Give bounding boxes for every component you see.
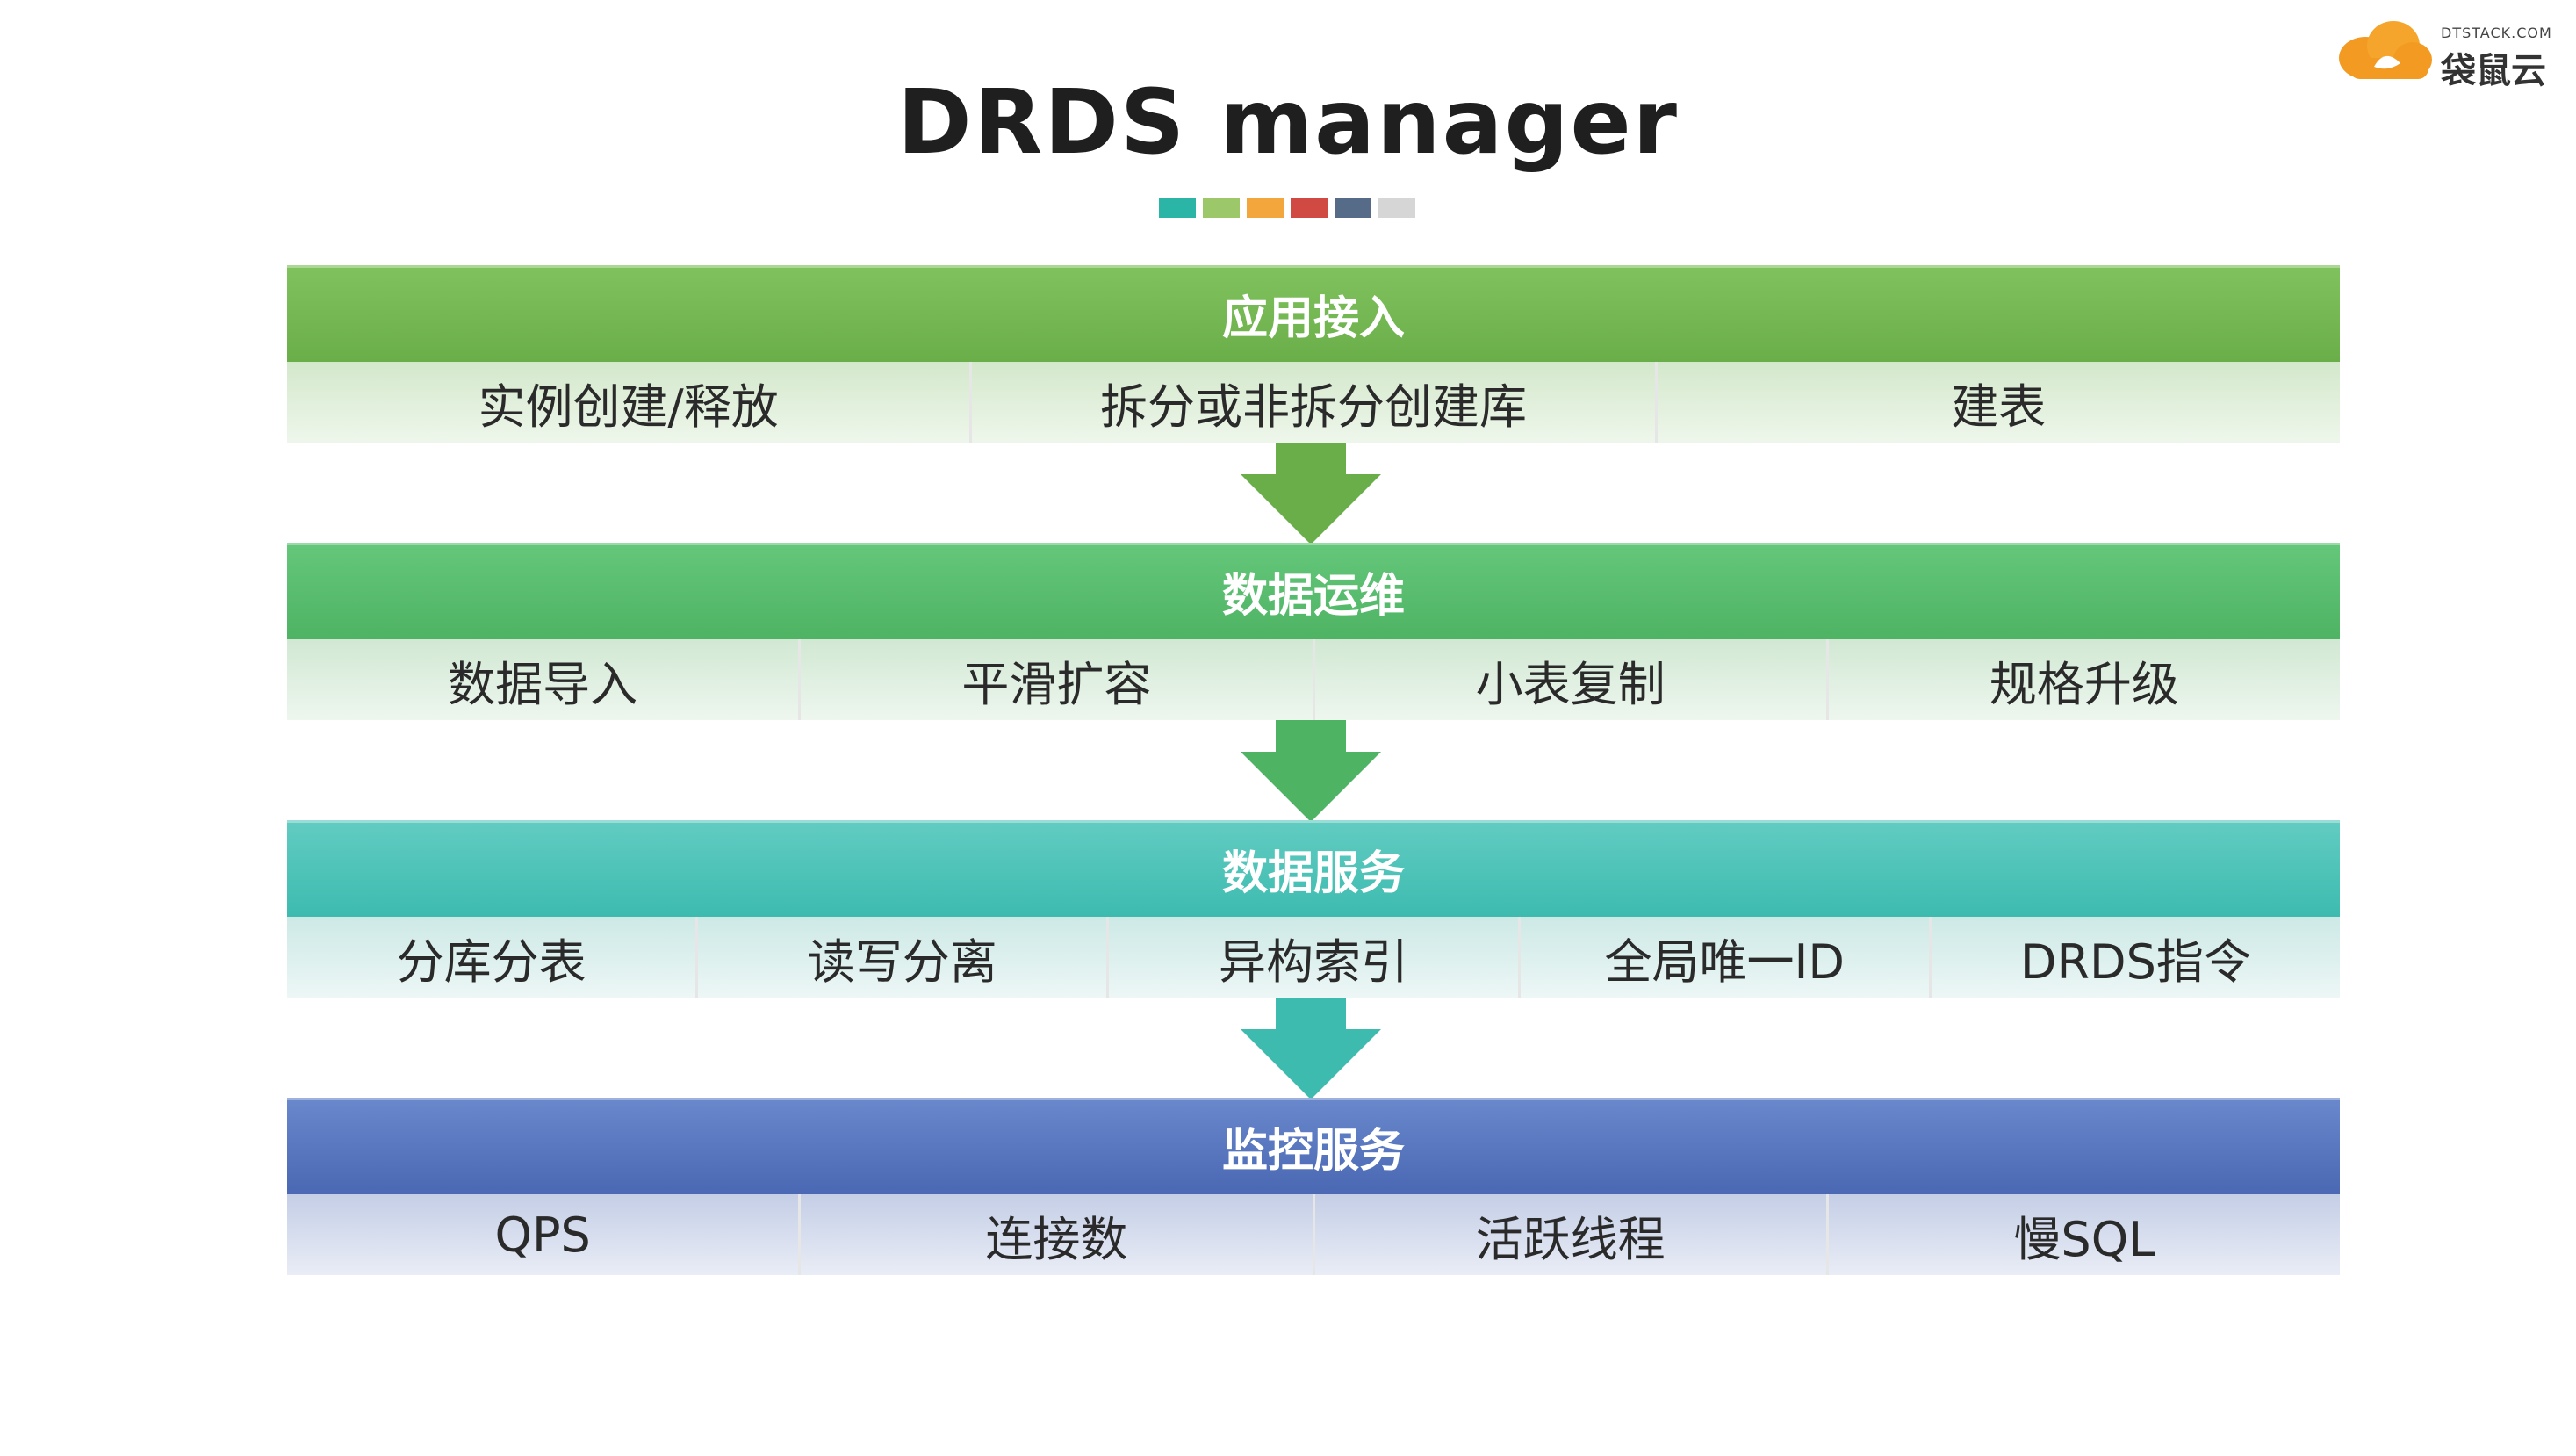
- section-item: 读写分离: [698, 917, 1110, 998]
- section-header: 监控服务: [287, 1098, 2340, 1194]
- section-item: 慢SQL: [1828, 1194, 2340, 1275]
- cloud-logo-icon: [2339, 21, 2432, 79]
- color-swatch-bar: [1159, 198, 1415, 218]
- down-arrow-icon: [1241, 720, 1381, 822]
- color-swatch: [1378, 198, 1415, 218]
- section-item: 规格升级: [1828, 639, 2340, 720]
- color-swatch: [1291, 198, 1328, 218]
- diagram-section: 应用接入实例创建/释放拆分或非拆分创建库建表: [287, 265, 2340, 443]
- section-header: 数据运维: [287, 543, 2340, 639]
- diagram-section: 数据运维数据导入平滑扩容小表复制规格升级: [287, 543, 2340, 720]
- color-swatch: [1335, 198, 1371, 218]
- section-item: 建表: [1657, 362, 2340, 443]
- section-item: 平滑扩容: [801, 639, 1315, 720]
- section-item: QPS: [287, 1194, 802, 1275]
- section-item: 分库分表: [287, 917, 699, 998]
- color-swatch: [1247, 198, 1284, 218]
- section-header: 应用接入: [287, 265, 2340, 362]
- down-arrow-icon: [1241, 443, 1381, 544]
- section-item: 数据导入: [287, 639, 802, 720]
- logo-brand-name: 袋鼠云: [2441, 51, 2546, 91]
- dtstack-logo: DTSTACK.COM 袋鼠云: [2332, 16, 2560, 91]
- section-item-row: 实例创建/释放拆分或非拆分创建库建表: [287, 362, 2340, 443]
- section-item: 全局唯一ID: [1520, 917, 1932, 998]
- logo-domain-text: DTSTACK.COM: [2441, 25, 2552, 41]
- section-item: 连接数: [801, 1194, 1315, 1275]
- section-item: DRDS指令: [1931, 917, 2341, 998]
- section-item: 小表复制: [1314, 639, 1829, 720]
- section-item: 异构索引: [1109, 917, 1521, 998]
- section-item: 拆分或非拆分创建库: [972, 362, 1658, 443]
- section-item-row: 数据导入平滑扩容小表复制规格升级: [287, 639, 2340, 720]
- page-title: DRDS manager: [897, 70, 1679, 175]
- section-item: 实例创建/释放: [287, 362, 973, 443]
- color-swatch: [1203, 198, 1240, 218]
- section-header: 数据服务: [287, 820, 2340, 917]
- section-item: 活跃线程: [1314, 1194, 1829, 1275]
- down-arrow-icon: [1241, 998, 1381, 1099]
- color-swatch: [1159, 198, 1196, 218]
